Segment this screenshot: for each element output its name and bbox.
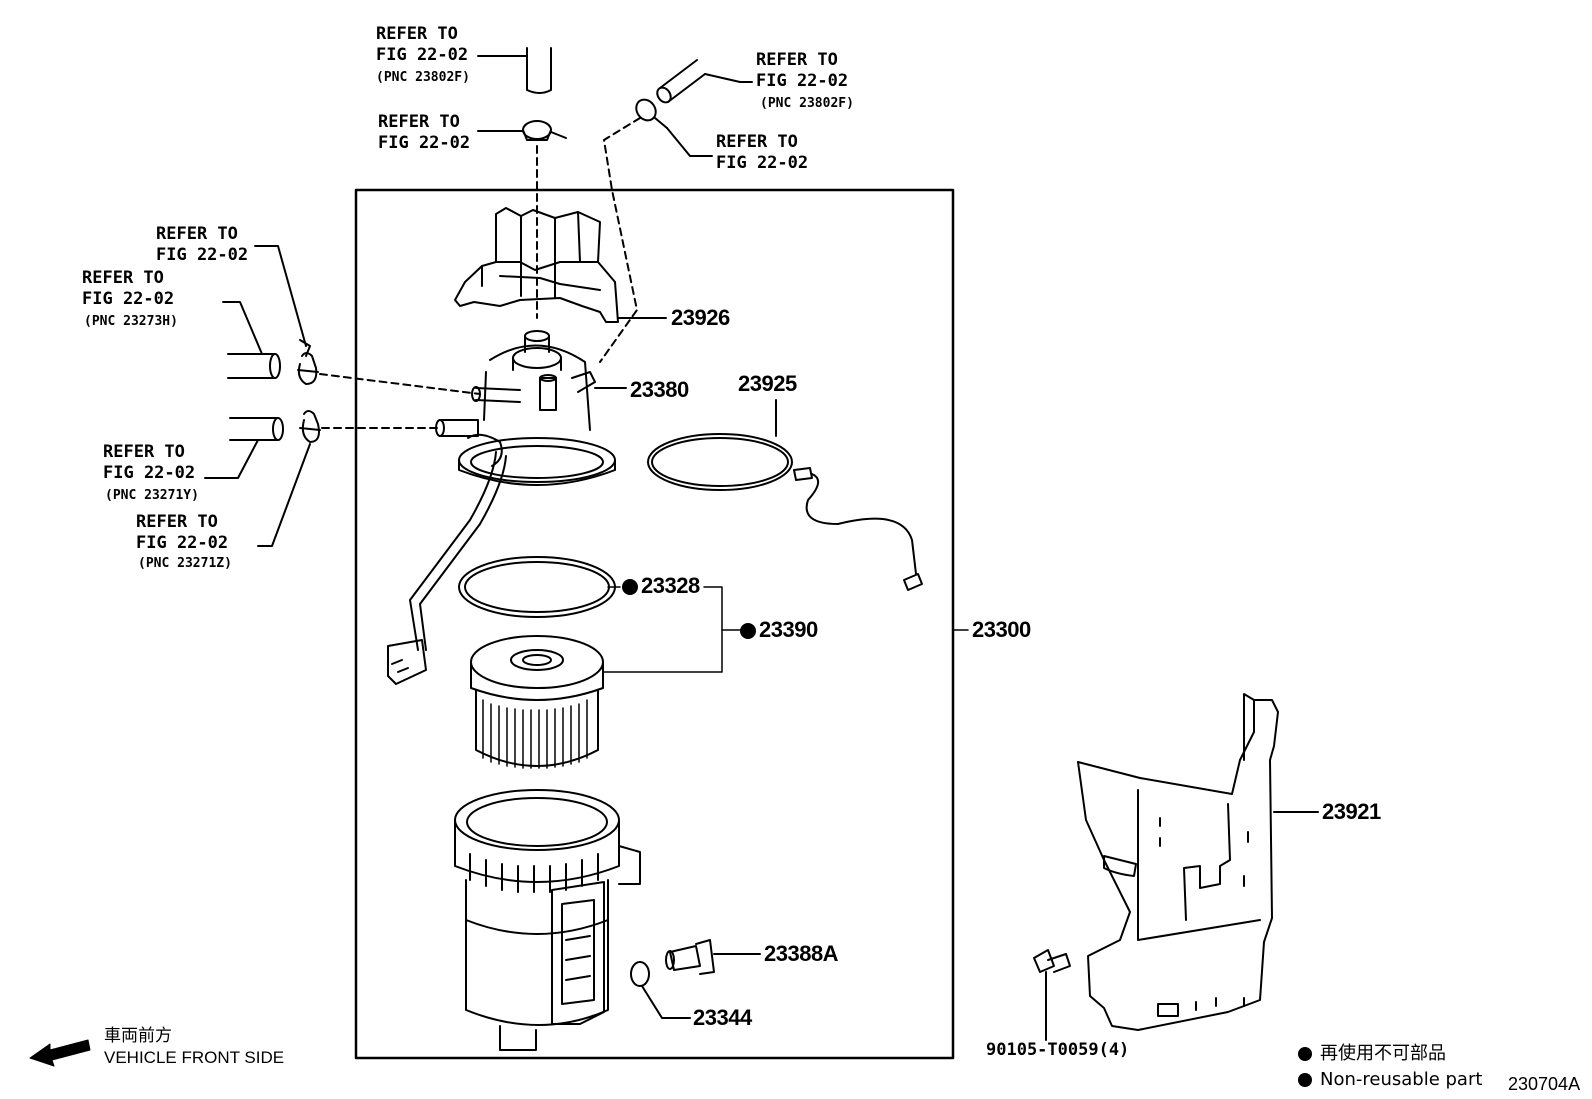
left-lower-clamp <box>257 410 321 547</box>
refer-pnc-left-lower-clamp: (PNC 23271Z) <box>138 556 232 571</box>
part-number-23300: 23300 <box>972 617 1031 642</box>
part-number-23925: 23925 <box>738 371 797 396</box>
refer-label-left-upper-hose: REFER TO FIG 22-02 <box>82 268 175 309</box>
right-top-hose <box>656 59 753 104</box>
part-23328-oring <box>458 556 616 618</box>
part-23388A-plug <box>665 939 761 975</box>
part-number-90105: 90105-T0059(4) <box>986 1040 1130 1060</box>
part-number-23328: 23328 <box>622 574 700 598</box>
legend-en: Non-reusable part <box>1298 1069 1482 1091</box>
refer-label-left-lower-clamp: REFER TO FIG 22-02 <box>136 512 229 553</box>
wire-harness <box>387 451 507 685</box>
part-23380-housing <box>435 330 627 486</box>
part-number-23390: 23390 <box>740 618 818 642</box>
left-upper-hose <box>222 301 281 379</box>
legend-bullet-icon <box>1298 1047 1312 1061</box>
filter-bowl <box>454 789 641 1051</box>
part-23390-element <box>470 635 604 769</box>
refer-label-top-hose: REFER TO FIG 22-02 <box>376 24 469 65</box>
top-hose <box>477 47 552 94</box>
direction-en: VEHICLE FRONT SIDE <box>104 1048 285 1067</box>
part-number-23388A: 23388A <box>764 941 839 966</box>
non-reusable-bullet-icon <box>622 579 638 595</box>
legend-jp: 再使用不可部品 <box>1298 1043 1446 1065</box>
routing-lines <box>319 117 641 429</box>
leader-lines <box>603 586 969 673</box>
part-number-23380: 23380 <box>630 377 689 402</box>
left-lower-hose <box>204 417 284 479</box>
refer-label-left-upper-clamp: REFER TO FIG 22-02 <box>156 224 249 265</box>
refer-label-top-clamp: REFER TO FIG 22-02 <box>378 112 471 153</box>
top-clamp <box>477 120 567 141</box>
part-number-23926: 23926 <box>671 305 730 330</box>
refer-label-right-hose: REFER TO FIG 22-02 <box>756 50 849 91</box>
part-number-23921: 23921 <box>1322 799 1381 824</box>
assembly-frame <box>354 188 955 1060</box>
front-direction-arrow-icon <box>29 1039 91 1067</box>
refer-pnc-left-lower-hose: (PNC 23271Y) <box>105 488 199 503</box>
part-23926-cover <box>454 207 667 323</box>
refer-pnc-top-hose: (PNC 23802F) <box>376 70 470 85</box>
refer-pnc-left-upper-hose: (PNC 23273H) <box>84 314 178 329</box>
part-90105-bolt <box>1033 949 1071 1041</box>
refer-label-right-clamp: REFER TO FIG 22-02 <box>716 132 809 173</box>
legend-bullet-icon <box>1298 1073 1312 1087</box>
right-top-clamp <box>635 98 713 157</box>
part-23921-bracket <box>1077 693 1319 1031</box>
refer-label-left-lower-hose: REFER TO FIG 22-02 <box>103 442 196 483</box>
non-reusable-bullet-icon <box>740 623 756 639</box>
figure-id: 230704A <box>1508 1074 1581 1094</box>
refer-pnc-right-hose: (PNC 23802F) <box>760 96 854 111</box>
part-number-23344: 23344 <box>693 1005 752 1030</box>
part-23344-oring <box>630 961 691 1019</box>
direction-jp: 車両前方 <box>104 1026 172 1045</box>
left-upper-clamp <box>254 245 319 385</box>
part-23925-sensor <box>647 399 923 591</box>
